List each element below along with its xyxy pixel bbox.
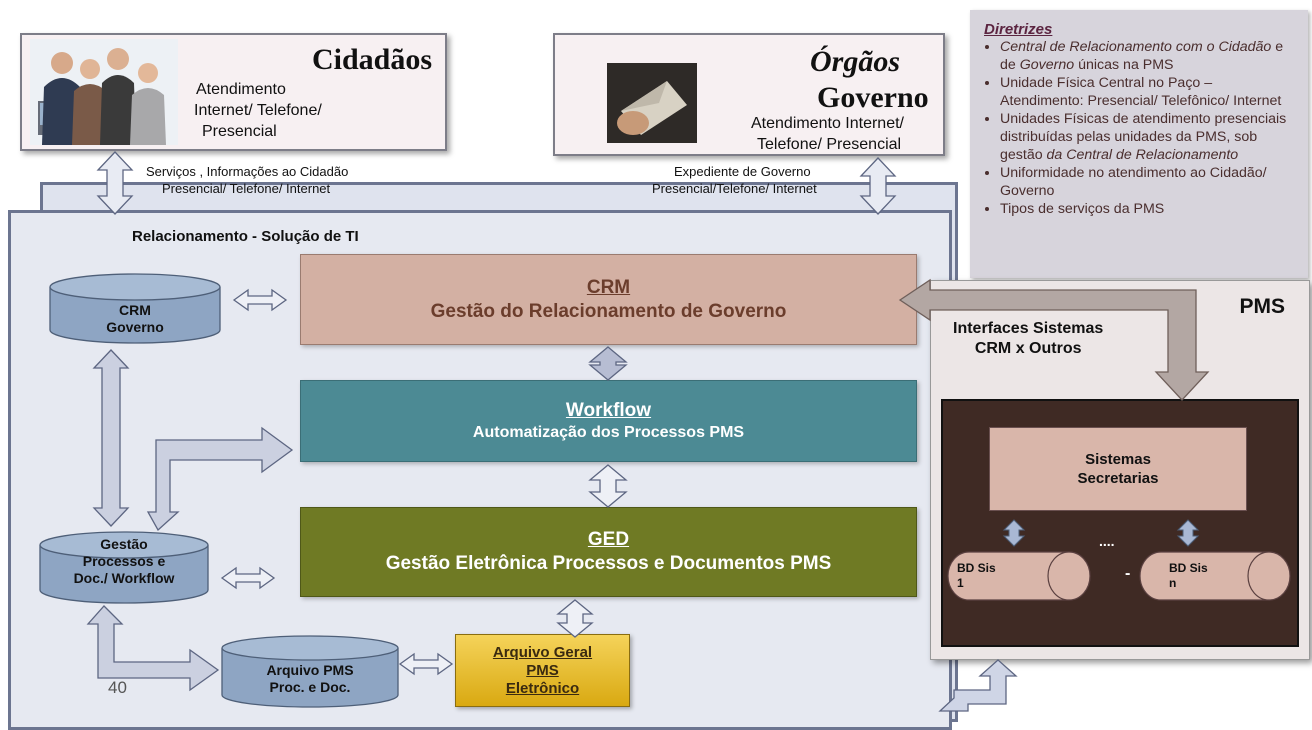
pms-ellipsis: .... [1099,533,1115,549]
pms-dash: - [1125,565,1131,582]
arquivo-geral-line1: Arquivo Geral [492,643,593,661]
connector-right-text: Expediente de Governo Presencial/Telefon… [652,163,817,197]
crm-governo-gestao-arrow [92,349,130,527]
orgaos-text-line1: Atendimento Internet/ [751,115,904,132]
cidadaos-photo [30,39,178,145]
connector-right-line1: Expediente de Governo [674,164,811,179]
connector-left-line1: Serviços , Informações ao Cidadão [146,164,349,179]
sistemas-line2: Secretarias [1077,470,1159,487]
crm-governo-line1: CRM [119,302,151,318]
diagram-shapes [39,151,1210,712]
bd-sis-1-shape [947,551,1091,601]
orgaos-photo [607,63,697,143]
gestao-workflow-elbow-arrow [146,426,294,532]
page-number: 40 [108,678,127,697]
crm-title: CRM [586,276,631,298]
crm-governo-cylinder [49,273,221,344]
diretrizes-item: Tipos de serviços da PMS [1000,200,1296,218]
gestao-arquivo-elbow-arrow [86,605,220,692]
workflow-subtitle: Automatização dos Processos PMS [472,424,745,441]
arquivo-pms-cylinder [221,635,399,708]
bd-sis-n-line1: BD Sis [1169,561,1208,575]
bd-sis-1-line1: BD Sis [957,561,996,575]
connector-left-text: Serviços , Informações ao Cidadão Presen… [146,163,348,197]
bd-sis-1-line2: 1 [957,576,964,590]
main-title: Relacionamento - Solução de TI [132,228,359,245]
crm-subtitle: Gestão do Relacionamento de Governo [430,300,787,322]
connector-left-line2: Presencial/ Telefone/ Internet [162,181,331,196]
crm-workflow-arrow [588,346,628,381]
diretrizes-panel: Diretrizes Central de Relacionamento com… [970,10,1308,278]
pms-interfaces-line2: CRM x Outros [974,340,1082,357]
crm-governo-label: CRM Governo [50,302,220,336]
ged-title: GED [587,529,630,550]
cidadaos-text: Atendimento Internet/ Telefone/ Presenci… [194,79,322,142]
gestao-to-ged-arrow [220,566,276,590]
diretrizes-title: Diretrizes [984,21,1053,38]
arquivo-geral-box: Arquivo Geral PMS Eletrônico [455,634,630,707]
crm-box: CRM Gestão do Relacionamento de Governo [300,254,917,345]
diretrizes-list: Central de Relacionamento com o Cidadão … [970,38,1296,218]
diretrizes-item: Central de Relacionamento com o Cidadão … [1000,38,1296,74]
gestao-cylinder [39,531,209,604]
gestao-line1: Gestão [100,536,148,552]
workflow-title: Workflow [565,400,652,421]
orgaos-card: Órgãos Governo Atendimento Internet/ Tel… [553,33,945,156]
orgaos-text: Atendimento Internet/ Telefone/ Presenci… [751,113,904,155]
cidadaos-title: Cidadãos [312,43,433,76]
bottom-right-elbow-arrow [938,659,1018,712]
sistemas-line1: Sistemas [1085,451,1151,468]
ged-box: GED Gestão Eletrônica Processos e Docume… [300,507,917,597]
arquivo-to-geral-arrow [398,652,454,676]
cidadaos-text-line2: Internet/ Telefone/ [194,102,322,119]
diretrizes-item: Uniformidade no atendimento ao Cidadão/ … [1000,164,1296,200]
sistemas-bdn-arrow [1176,519,1200,547]
gestao-label: Gestão Processos e Doc./ Workflow [40,536,208,587]
bd-sis-n-cylinder: BD Sis n [1139,551,1293,601]
bd-sis-1-cylinder: BD Sis 1 [947,551,1091,601]
arquivo-pms-line1: Arquivo PMS [266,662,354,678]
ged-arquivo-arrow [556,599,594,638]
arquivo-pms-label: Arquivo PMS Proc. e Doc. [222,662,398,696]
cidadaos-card: Cidadãos Atendimento Internet/ Telefone/… [20,33,447,151]
pms-interfaces-label: Interfaces Sistemas CRM x Outros [953,319,1103,359]
orgaos-text-line2: Telefone/ Presencial [757,136,902,153]
bd-sis-1-label: BD Sis 1 [957,561,996,591]
arquivo-geral-line3: Eletrônico [505,679,580,697]
crm-governo-line2: Governo [106,319,164,335]
arquivo-pms-line2: Proc. e Doc. [269,679,351,695]
pms-panel: PMS Interfaces Sistemas CRM x Outros Sis… [930,280,1310,660]
ged-subtitle: Gestão Eletrônica Processos e Documentos… [385,553,832,574]
sistemas-bd1-arrow [1002,519,1026,547]
people-photo-icon [30,39,178,145]
cidadaos-text-line1: Atendimento [196,81,286,98]
pms-interfaces-line1: Interfaces Sistemas [953,320,1104,337]
crm-governo-to-crm-arrow [232,288,288,312]
diretrizes-item: Unidade Física Central no Paço – Atendim… [1000,74,1296,110]
workflow-ged-arrow [588,464,628,508]
orgaos-double-arrow [859,157,897,215]
connector-right-line2: Presencial/Telefone/ Internet [652,181,817,196]
bd-sis-n-line2: n [1169,576,1177,590]
gestao-line3: Doc./ Workflow [73,570,175,586]
cidadaos-double-arrow [96,151,134,215]
orgaos-title-line2: Governo [817,81,929,114]
gestao-line2: Processos e [82,553,166,569]
sistemas-secretarias-box: Sistemas Secretarias [989,427,1247,511]
bd-sis-n-shape [1139,551,1291,601]
arquivo-geral-line2: PMS [526,661,559,679]
orgaos-title-line1: Órgãos [810,45,901,78]
cidadaos-text-line3: Presencial [202,123,277,140]
bd-sis-n-label: BD Sis n [1169,561,1208,591]
pms-crm-arrow [898,278,1210,401]
pms-dark-area: Sistemas Secretarias .... - BD Sis 1 BD … [941,399,1299,647]
workflow-box: Workflow Automatização dos Processos PMS [300,380,917,462]
pms-title: PMS [1239,295,1285,318]
envelope-photo-icon [607,63,697,143]
diretrizes-item: Unidades Físicas de atendimento presenci… [1000,110,1296,164]
